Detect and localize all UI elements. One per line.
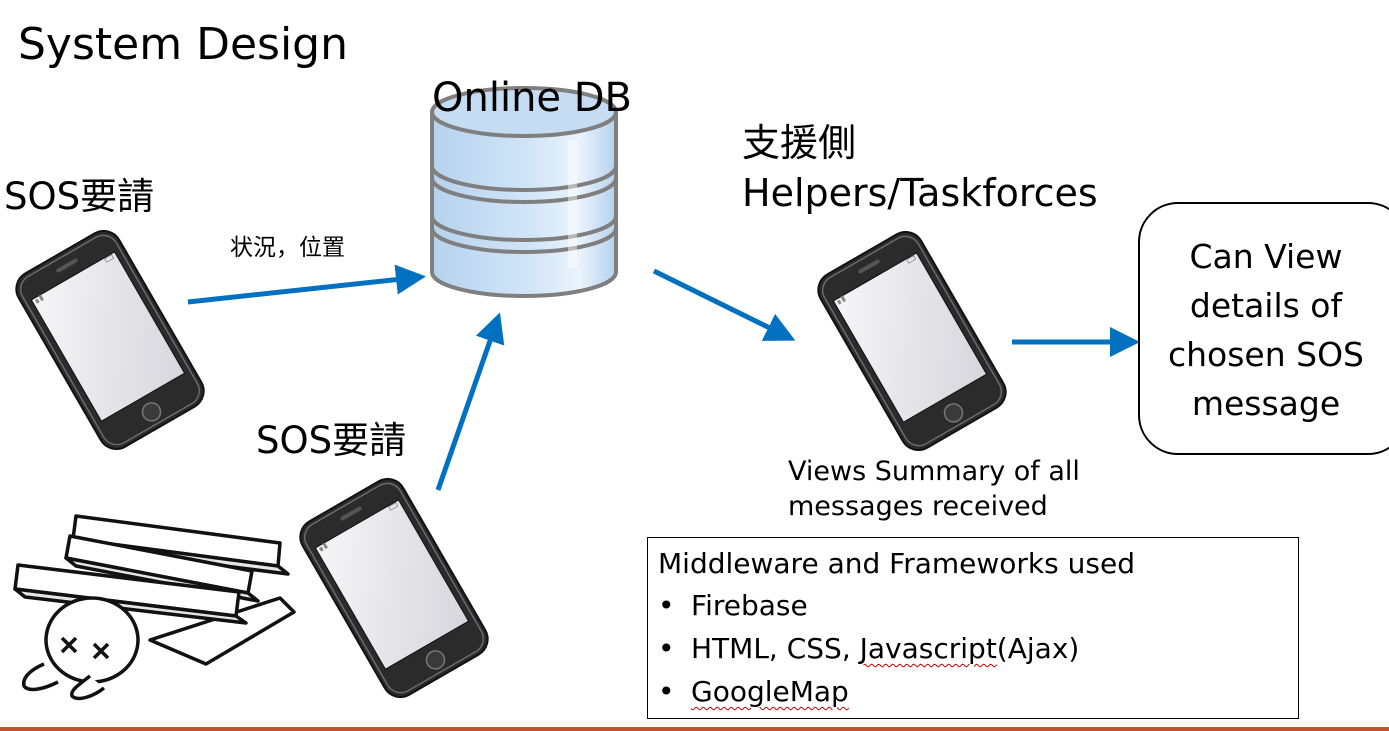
views-summary-caption: Views Summary of all messages received <box>788 454 1080 524</box>
views-summary-line-2: messages received <box>788 491 1048 522</box>
page-title: System Design <box>18 19 348 70</box>
callout-line-2: details of <box>1189 286 1343 325</box>
situation-location-label: 状況，位置 <box>230 235 345 261</box>
callout-line-3: chosen SOS <box>1167 335 1365 374</box>
helpers-label-en: Helpers/Taskforces <box>742 171 1098 215</box>
helpers-label-jp: 支援側 <box>742 121 857 165</box>
middleware-list: Firebase HTML, CSS, Javascript(Ajax) Goo… <box>658 587 1079 716</box>
middleware-item: Firebase <box>658 587 1079 630</box>
helpers-label: 支援側 Helpers/Taskforces <box>742 118 1098 218</box>
callout-line-1: Can View <box>1189 237 1343 276</box>
database-icon <box>430 86 618 298</box>
views-summary-line-1: Views Summary of all <box>788 456 1080 487</box>
details-callout-box <box>1138 202 1389 455</box>
sos-request-label-1: SOS要請 <box>4 175 155 218</box>
phone-icon-helper <box>810 224 1014 458</box>
trapped-person-icon <box>13 514 296 701</box>
arrow-sender2-to-db <box>435 312 505 491</box>
callout-line-4: message <box>1191 384 1341 423</box>
phone-icon-sender-2 <box>292 471 496 705</box>
details-callout-text: Can View details of chosen SOS message <box>1150 232 1382 428</box>
phone-icon-sender-1 <box>8 223 212 457</box>
middleware-title: Middleware and Frameworks used <box>658 547 1135 580</box>
arrow-db-to-helpers <box>652 268 796 341</box>
sos-request-label-2: SOS要請 <box>256 419 407 462</box>
arrow-sender1-to-db <box>187 264 426 305</box>
middleware-item: GoogleMap <box>658 673 1079 716</box>
database-label: Online DB <box>432 75 632 121</box>
middleware-item: HTML, CSS, Javascript(Ajax) <box>658 630 1079 673</box>
slide-bottom-accent-line <box>0 727 1389 731</box>
